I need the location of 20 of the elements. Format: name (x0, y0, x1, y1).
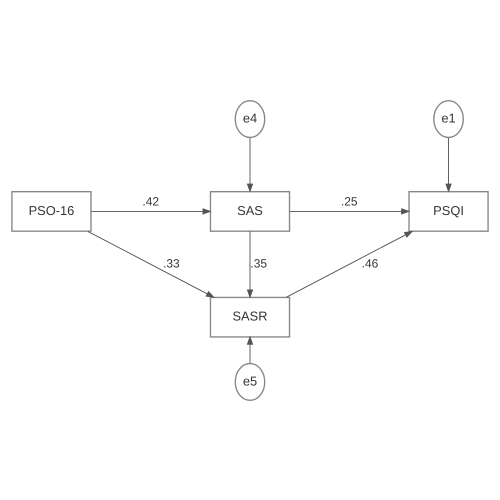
arrow (246, 335, 254, 364)
edge-label: .25 (340, 194, 358, 208)
node-box: SASR (210, 296, 290, 338)
arrow (286, 230, 414, 298)
arrow (246, 136, 254, 192)
edge-label: .33 (163, 256, 180, 270)
node-box: PSO-16 (11, 190, 92, 232)
arrow (246, 230, 254, 298)
node-box: SAS (210, 190, 290, 232)
edge-label: .46 (362, 256, 378, 270)
arrow (90, 208, 212, 214)
node-box: PSQI (408, 190, 489, 232)
arrow (445, 136, 452, 192)
node-ellipse: e5 (234, 362, 266, 401)
arrow (87, 230, 216, 298)
edge-label: .35 (250, 256, 268, 270)
node-ellipse: e4 (234, 99, 266, 138)
edge-label: .42 (142, 194, 160, 208)
node-ellipse: e1 (433, 99, 464, 138)
arrow (289, 208, 410, 214)
